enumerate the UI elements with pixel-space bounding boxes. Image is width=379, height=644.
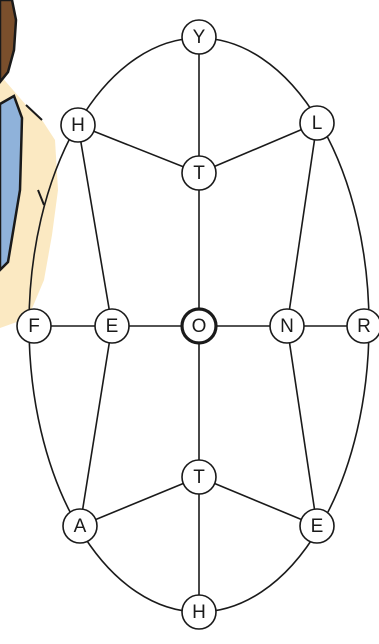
node-far-right-circle <box>346 308 379 344</box>
node-lower-inner: T <box>181 459 217 495</box>
node-upper-inner-letter: T <box>193 163 205 184</box>
person-figure <box>0 0 58 328</box>
node-far-left: F <box>16 308 52 344</box>
node-bottom-circle <box>181 594 217 630</box>
node-lower-left: A <box>62 508 98 544</box>
figure-outline <box>25 104 45 206</box>
node-bottom: H <box>181 594 217 630</box>
node-lower-right: E <box>299 508 335 544</box>
node-far-left-letter: F <box>28 316 40 337</box>
node-lower-right-letter: E <box>311 516 324 537</box>
node-inner-right-letter: N <box>280 316 294 337</box>
node-inner-right: N <box>269 308 305 344</box>
node-lower-right-circle <box>299 508 335 544</box>
figure-hair <box>0 0 18 85</box>
node-lower-left-letter: A <box>74 516 87 537</box>
node-top: Y <box>181 19 217 55</box>
node-upper-inner: T <box>181 155 217 191</box>
node-center-letter: O <box>192 316 207 337</box>
node-inner-left-letter: E <box>106 316 119 337</box>
node-upper-right: L <box>299 105 335 141</box>
node-bottom-letter: H <box>192 602 206 623</box>
edge-inner-right-lower-right <box>286 325 318 527</box>
node-inner-left-circle <box>94 308 130 344</box>
node-far-right: R <box>346 308 379 344</box>
node-inner-right-circle <box>269 308 305 344</box>
figure-robe <box>0 94 24 272</box>
node-upper-inner-circle <box>181 155 217 191</box>
node-upper-left-letter: H <box>71 115 85 136</box>
node-upper-right-letter: L <box>312 113 323 134</box>
edge-inner-left-lower-left <box>79 325 113 527</box>
node-upper-left-circle <box>60 107 96 143</box>
node-lower-inner-letter: T <box>193 467 205 488</box>
node-far-right-letter: R <box>357 316 371 337</box>
edge-upper-right-upper-inner <box>198 122 318 174</box>
edge-upper-left-inner-left <box>77 124 113 327</box>
node-upper-left: H <box>60 107 96 143</box>
node-top-circle <box>181 19 217 55</box>
node-inner-left: E <box>94 308 130 344</box>
node-center-circle <box>180 307 218 345</box>
edge-upper-left-upper-inner <box>77 124 200 174</box>
edge-lower-inner-lower-right <box>198 476 318 527</box>
node-upper-right-circle <box>299 105 335 141</box>
node-far-left-circle <box>16 308 52 344</box>
node-lower-left-circle <box>62 508 98 544</box>
node-lower-inner-circle <box>181 459 217 495</box>
node-center: O <box>180 307 218 345</box>
node-top-letter: Y <box>193 27 206 48</box>
edge-lower-inner-lower-left <box>79 476 200 527</box>
edge-upper-right-inner-right <box>286 122 318 327</box>
